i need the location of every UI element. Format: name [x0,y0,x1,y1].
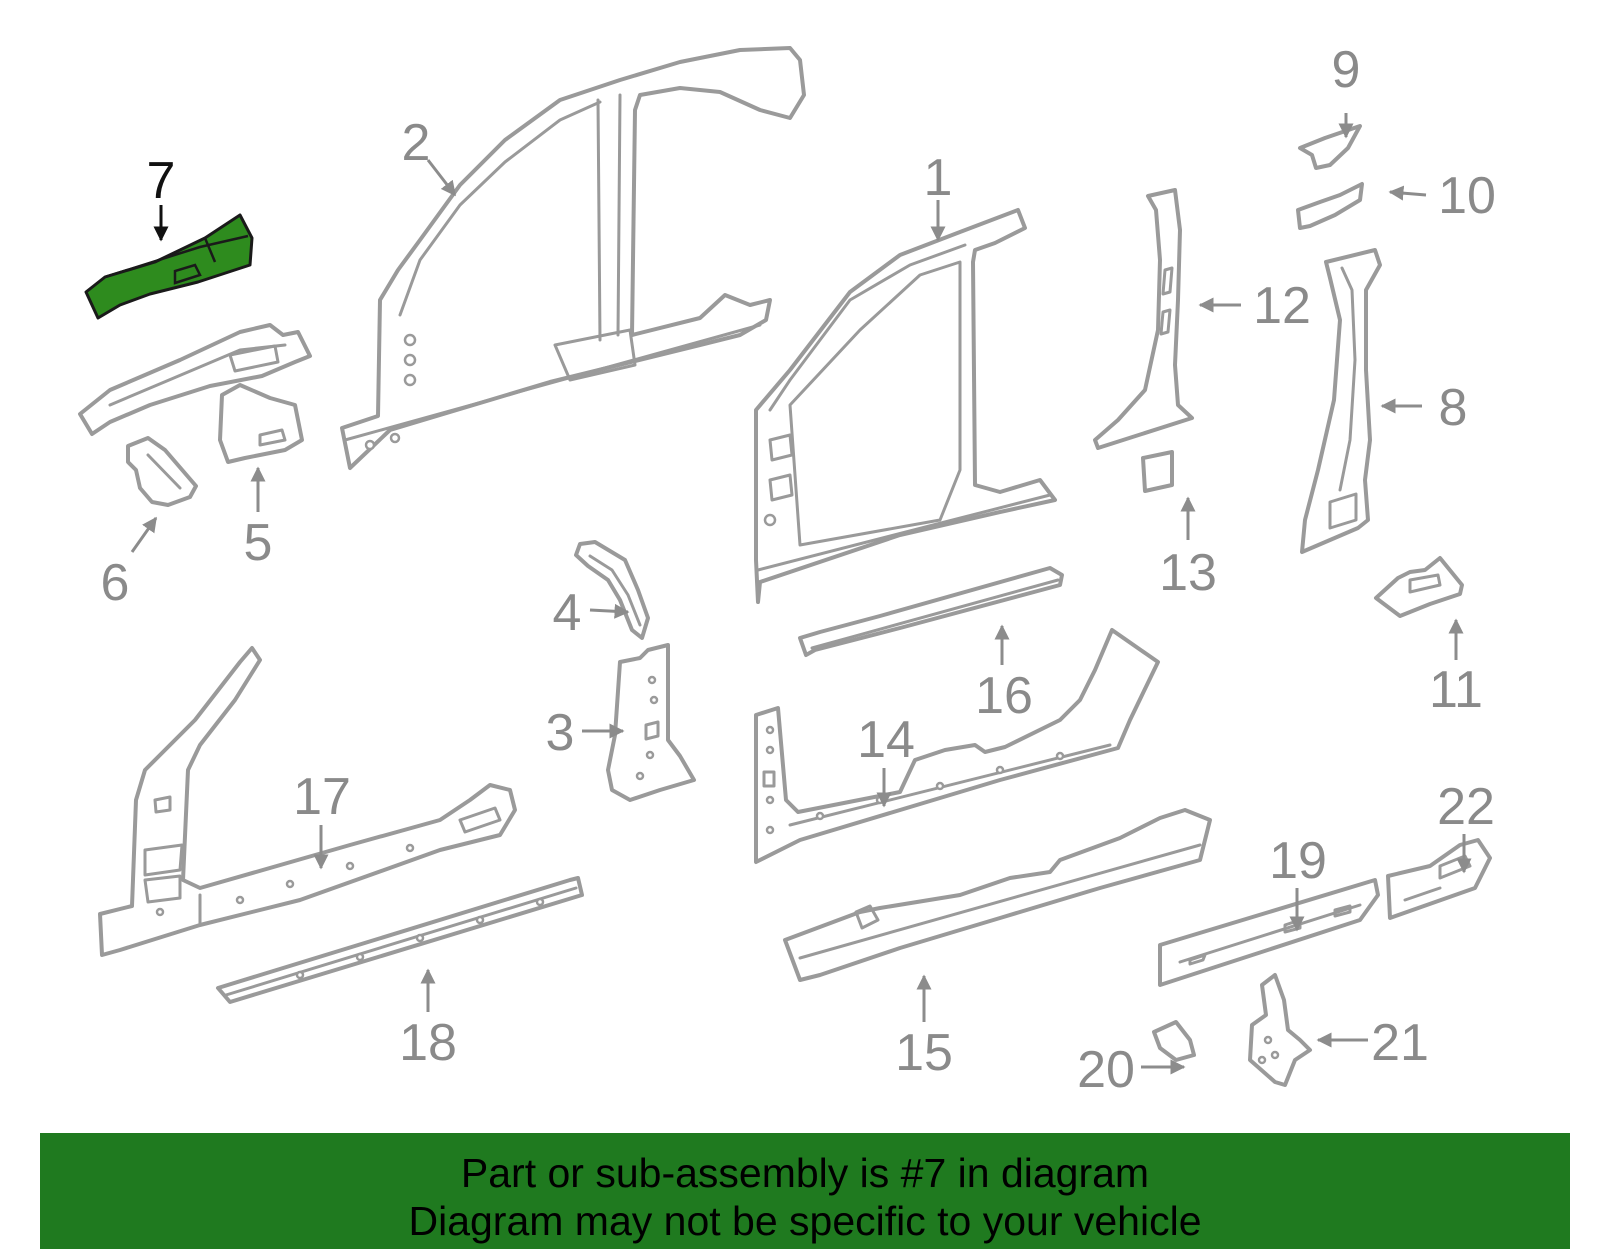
part-12 [1093,188,1194,450]
callout-20: 20 [1077,1041,1135,1099]
callout-17: 17 [293,768,351,826]
part-11 [1374,556,1464,618]
part-9 [1298,124,1362,170]
part-4 [574,540,650,640]
callout-8: 8 [1439,379,1468,437]
callout-9: 9 [1332,41,1361,99]
part-5 [78,323,312,464]
callout-10: 10 [1438,167,1496,225]
part-13 [1141,450,1174,493]
callout-1: 1 [924,149,953,207]
parts-diagram: 7 2 1 9 10 12 8 13 11 5 6 4 3 16 14 17 1… [78,41,1496,1099]
banner-line-1: Part or sub-assembly is #7 in diagram [460,1150,1150,1196]
callout-15: 15 [895,1024,953,1082]
callout-11: 11 [1429,661,1483,719]
part-17 [98,646,517,957]
callout-19: 19 [1269,832,1327,890]
callout-7: 7 [147,152,176,210]
part-21 [1248,973,1312,1087]
callout-14: 14 [857,711,915,769]
callout-18: 18 [399,1014,457,1072]
callout-16: 16 [975,667,1033,725]
part-16 [798,566,1064,657]
leader-lines [130,113,1472,1075]
part-3 [606,643,696,802]
callout-2: 2 [402,114,431,172]
part-2 [340,46,806,470]
part-1 [754,208,1057,604]
callout-4: 4 [553,584,582,642]
part-22 [1386,838,1492,920]
part-15 [783,808,1212,982]
notice-banner: Part or sub-assembly is #7 in diagram Di… [40,1133,1570,1249]
part-10 [1296,182,1364,230]
part-6 [126,436,198,507]
callout-3: 3 [546,704,575,762]
part-20 [1152,1020,1196,1062]
part-14 [754,628,1160,864]
callout-labels: 7 2 1 9 10 12 8 13 11 5 6 4 3 16 14 17 1… [101,41,1496,1099]
callout-6: 6 [101,554,130,612]
banner-line-2: Diagram may not be specific to your vehi… [408,1198,1202,1244]
callout-13: 13 [1159,544,1217,602]
callout-22: 22 [1437,778,1495,836]
callout-5: 5 [244,514,273,572]
part-7-highlighted[interactable] [84,213,254,320]
callout-21: 21 [1371,1014,1429,1072]
part-18 [216,876,584,1004]
part-8 [1300,248,1382,554]
part-19 [1158,878,1380,987]
callout-12: 12 [1253,277,1311,335]
